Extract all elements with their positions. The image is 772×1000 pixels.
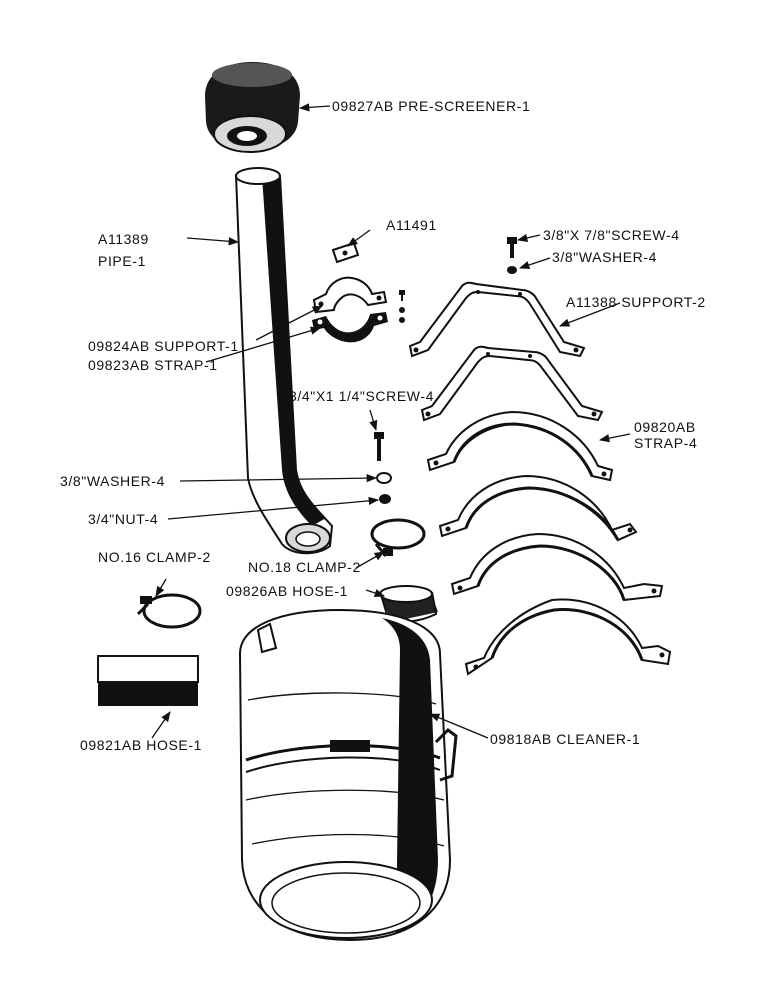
label-hose-09826ab: 09826AB HOSE-1 [226, 583, 348, 599]
clamp-no16-part [136, 593, 202, 629]
label-clamp-no18: NO.18 CLAMP-2 [248, 559, 361, 575]
label-hose-09821ab: 09821AB HOSE-1 [80, 737, 202, 753]
strap-09820ab-3 [450, 532, 664, 602]
label-pre-screener: 09827AB PRE-SCREENER-1 [332, 98, 530, 114]
label-strap-09820ab-number: 09820AB [634, 419, 696, 435]
label-screw-3-8: 3/8"X 7/8"SCREW-4 [543, 227, 680, 243]
label-strap-09823ab: 09823AB STRAP-1 [88, 357, 218, 373]
strap-09820ab-1 [426, 410, 614, 482]
washer-3-8-part [376, 472, 392, 484]
label-support-a11388: A11388 SUPPORT-2 [566, 294, 706, 310]
label-washer-3-8-left: 3/8"WASHER-4 [60, 473, 165, 489]
strap-09820ab-2 [438, 474, 638, 542]
pre-screener-part [205, 62, 300, 153]
label-washer-3-8-top: 3/8"WASHER-4 [552, 249, 657, 265]
small-bracket-part [331, 241, 360, 264]
label-clamp-no16: NO.16 CLAMP-2 [98, 549, 211, 565]
part-labels: 09827AB PRE-SCREENER-1 A11389 PIPE-1 A11… [60, 98, 706, 753]
strap-09823ab-part [312, 312, 388, 343]
label-small-bracket: A11491 [386, 217, 437, 233]
leader-lines [151, 103, 631, 739]
label-strap-09820ab-name: STRAP-4 [634, 435, 697, 451]
pipe-part [234, 167, 334, 555]
small-hardware [399, 290, 405, 323]
support-a11388-upper [408, 281, 586, 358]
hose-09821ab-part [97, 655, 199, 706]
label-nut-3-4: 3/4"NUT-4 [88, 511, 158, 527]
label-support-09824ab: 09824AB SUPPORT-1 [88, 338, 239, 354]
cleaner-part [238, 608, 458, 942]
label-pipe-number: A11389 [98, 231, 149, 247]
strap-09820ab-4 [464, 598, 672, 676]
support-a11388-lower [420, 345, 604, 422]
label-cleaner: 09818AB CLEANER-1 [490, 731, 640, 747]
label-pipe-name: PIPE-1 [98, 253, 146, 269]
screw-3-4-part [374, 432, 384, 461]
top-screw-part [507, 237, 517, 274]
clamp-no18-part [370, 518, 426, 557]
nut-3-4-part [379, 494, 391, 504]
label-screw-3-4: 3/4"X1 1/4"SCREW-4 [289, 388, 434, 404]
support-09824ab-part [312, 276, 388, 314]
